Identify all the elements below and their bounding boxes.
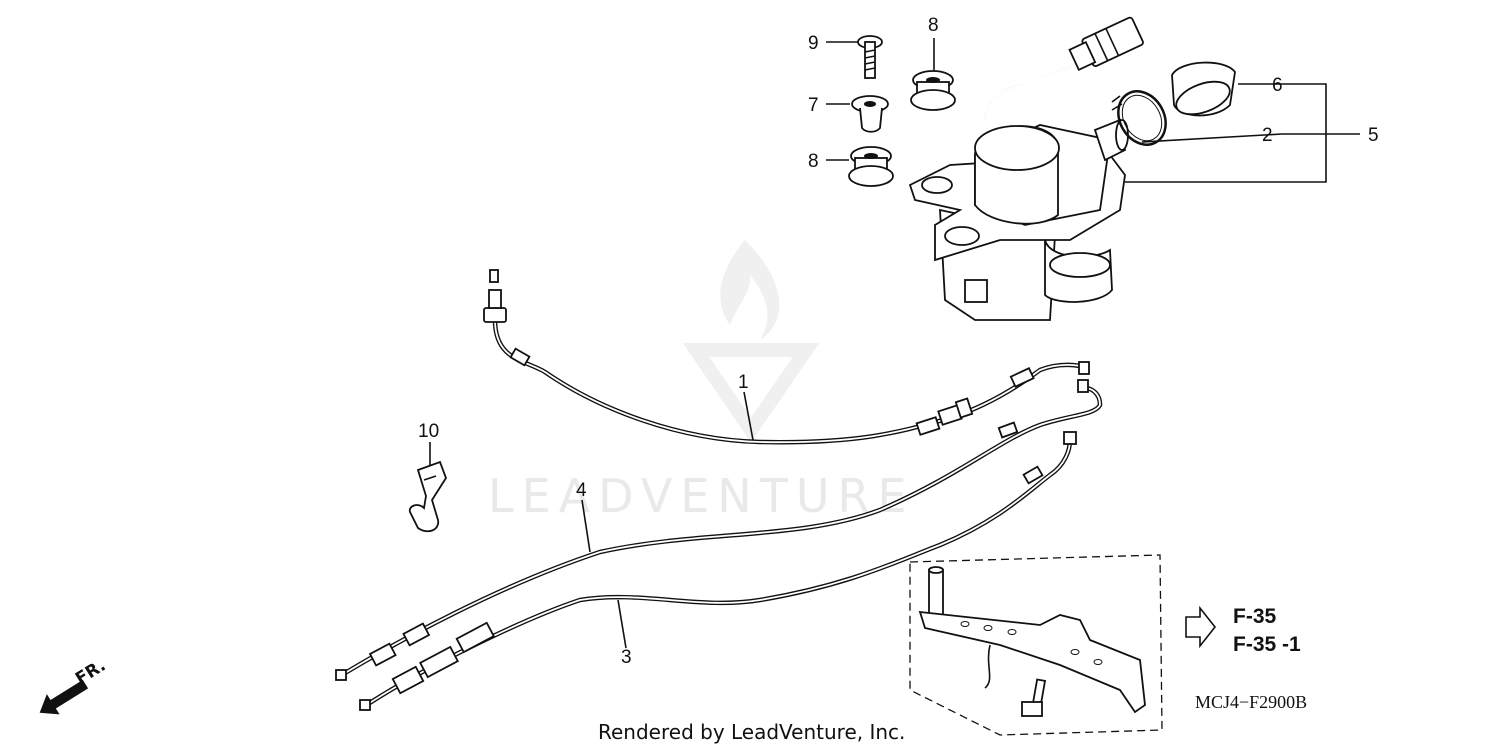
footer-credit: Rendered by LeadVenture, Inc.	[598, 720, 905, 744]
bracket-bolt	[1021, 678, 1047, 717]
front-direction-arrow-icon	[39, 679, 89, 715]
bracket-kit	[909, 554, 1163, 736]
callout-9: 9	[808, 33, 819, 54]
callout-2: 2	[1262, 125, 1273, 146]
watermark-text: LEADVENTURE	[488, 469, 915, 523]
clip-part-2	[1111, 90, 1167, 146]
cable-part-1	[483, 269, 1090, 445]
watermark-logo	[682, 240, 820, 443]
callout-7: 7	[808, 95, 819, 116]
callout-3: 3	[621, 647, 632, 668]
ref-page-2[interactable]: F-35 -1	[1233, 633, 1301, 656]
callout-4: 4	[576, 480, 587, 501]
leader-lines	[429, 38, 1360, 649]
ref-page-1[interactable]: F-35	[1233, 605, 1277, 628]
cap-part-6	[1171, 61, 1236, 117]
callout-6: 6	[1272, 75, 1283, 96]
grommet-part-8-upper	[910, 70, 956, 111]
callout-5: 5	[1368, 125, 1379, 146]
callout-8-lower: 8	[808, 151, 819, 172]
bolt-part-9	[857, 35, 883, 79]
reference-arrow-icon	[1185, 605, 1217, 649]
callout-1: 1	[738, 372, 749, 393]
diagram-code: MCJ4−F2900B	[1195, 692, 1307, 712]
clamp-part-10	[408, 460, 448, 533]
cable-part-3	[359, 431, 1077, 711]
grommet-part-8-lower	[848, 146, 894, 187]
cable-part-4	[335, 379, 1103, 681]
actuator-assembly	[908, 16, 1144, 321]
collar-part-7	[851, 95, 889, 133]
callout-8-upper: 8	[928, 15, 939, 36]
callout-10: 10	[418, 421, 439, 442]
